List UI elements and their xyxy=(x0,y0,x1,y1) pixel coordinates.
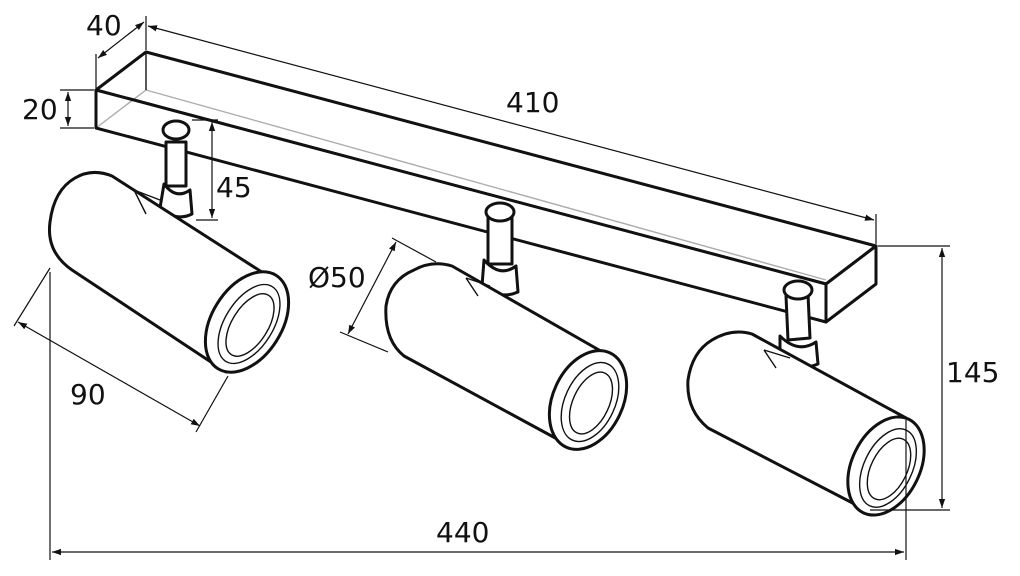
spotlight-right xyxy=(686,279,926,517)
dim-total-width: 440 xyxy=(49,272,907,560)
label-total-height: 145 xyxy=(946,356,999,389)
dim-stem-height: 45 xyxy=(192,119,252,221)
dim-total-height: 145 xyxy=(870,245,999,511)
label-stem-height: 45 xyxy=(216,171,252,204)
dim-base-length: 410 xyxy=(147,25,877,244)
dim-spot-length: 90 xyxy=(13,267,229,433)
dim-base-height: 20 xyxy=(22,89,94,129)
dim-diameter: Ø50 xyxy=(308,237,437,353)
label-base-length: 410 xyxy=(506,86,559,119)
label-spot-length: 90 xyxy=(70,378,106,411)
spotlight-middle xyxy=(384,201,629,451)
label-diameter: Ø50 xyxy=(308,261,366,294)
label-base-depth: 40 xyxy=(86,9,122,42)
dim-base-depth: 40 xyxy=(86,9,147,88)
label-base-height: 20 xyxy=(22,93,58,126)
label-total-width: 440 xyxy=(436,516,489,549)
